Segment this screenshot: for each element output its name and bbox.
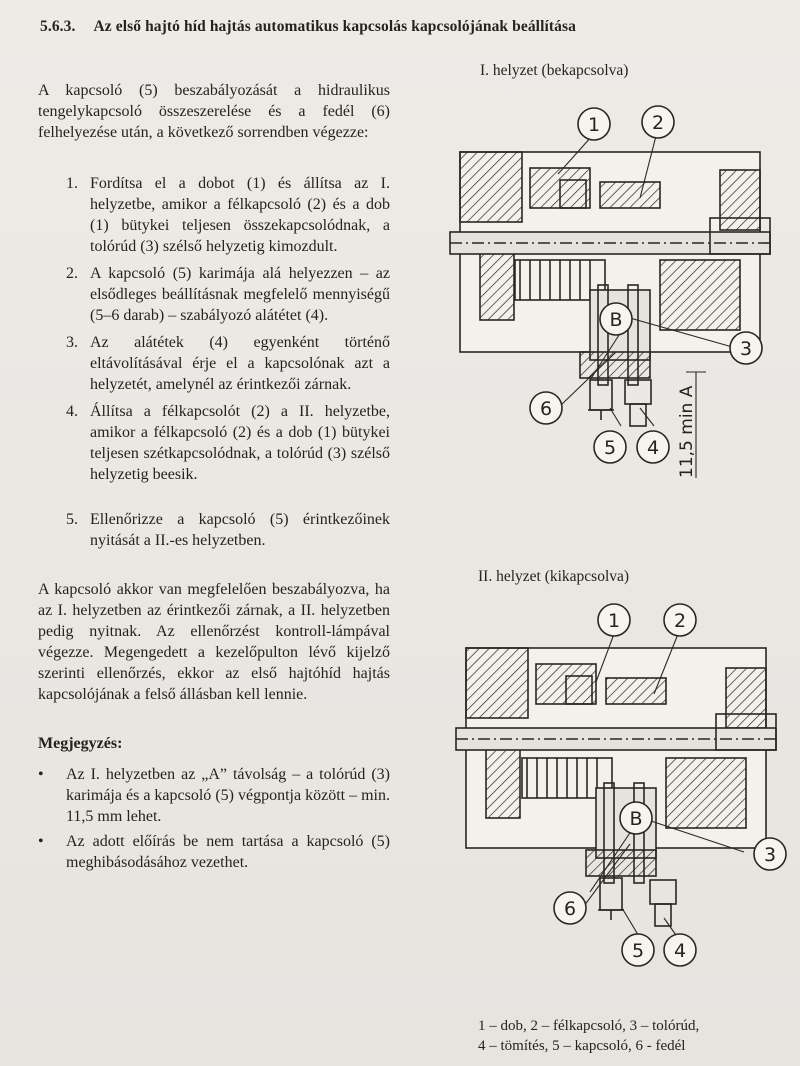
svg-text:1: 1	[608, 610, 620, 632]
step-text: Ellenőrizze a kapcsoló (5) érintkezőinek…	[90, 511, 390, 549]
legend-line: 1 – dob, 2 – félkapcsoló, 3 – tolórúd,	[478, 1018, 700, 1034]
bullet-icon: •	[38, 766, 44, 783]
callout-4: 4	[636, 430, 670, 464]
callout-4: 4	[663, 933, 697, 967]
step-text: Fordítsa el a dobot (1) és állítsa az I.…	[90, 175, 390, 255]
figure-2-drawing: 1 2 B 3 6 5 4	[455, 603, 787, 967]
figure-legend: 1 – dob, 2 – félkapcsoló, 3 – tolórúd, 4…	[478, 1016, 778, 1056]
svg-text:6: 6	[540, 398, 552, 420]
section-title: Az első hajtó híd hajtás automatikus kap…	[93, 18, 576, 35]
assembly-section	[449, 151, 771, 427]
svg-text:5: 5	[604, 437, 616, 459]
callout-3: 3	[729, 331, 763, 365]
step-text: Az alátétek (4) egyenként történő eltávo…	[90, 334, 390, 393]
note-text: Az adott előírás be nem tartása a kapcso…	[66, 833, 390, 871]
note-item: • Az adott előírás be nem tartása a kapcs…	[38, 831, 390, 873]
svg-text:5: 5	[632, 940, 644, 962]
svg-text:2: 2	[674, 610, 686, 632]
intro-paragraph: A kapcsoló (5) beszabályozását a hidraul…	[38, 82, 390, 141]
step-number: 3.	[66, 334, 78, 351]
svg-text:B: B	[629, 808, 642, 830]
svg-text:4: 4	[674, 940, 686, 962]
svg-text:B: B	[609, 309, 622, 331]
callout-6: 6	[529, 391, 563, 425]
step-item: 4. Állítsa a félkapcsolót (2) a II. helyz…	[38, 401, 390, 485]
svg-text:2: 2	[652, 112, 664, 134]
callout-1: 1	[597, 603, 631, 637]
svg-text:4: 4	[647, 437, 659, 459]
instruction-text: A kapcsoló (5) beszabályozását a hidraul…	[38, 80, 390, 877]
svg-text:3: 3	[764, 844, 776, 866]
svg-text:6: 6	[564, 898, 576, 920]
step-number: 2.	[66, 265, 78, 282]
step-number: 1.	[66, 175, 78, 192]
step-item: 2. A kapcsoló (5) karimája alá helyezzen …	[38, 263, 390, 326]
assembly-section	[455, 647, 777, 927]
step-text: A kapcsoló (5) karimája alá helyezzen – …	[90, 265, 390, 324]
section-heading: 5.6.3. Az első hajtó híd hajtás automatik…	[40, 18, 780, 36]
callout-1: 1	[577, 107, 611, 141]
callout-6: 6	[553, 891, 587, 925]
callout-3: 3	[753, 837, 787, 871]
note-text: Az I. helyzetben az „A” távolság – a tol…	[66, 766, 390, 825]
step-list: 1. Fordítsa el a dobot (1) és állítsa az …	[38, 173, 390, 551]
step-text: Állítsa a félkapcsolót (2) a II. helyzet…	[90, 403, 390, 483]
note-title: Megjegyzés:	[38, 735, 123, 752]
figure-2-title: II. helyzet (kikapcsolva)	[478, 568, 630, 585]
svg-text:1: 1	[588, 114, 600, 136]
figure-1-drawing: 1 2 B 3 6 5 4 11,5 min A	[449, 105, 771, 478]
step-item: 5. Ellenőrizze a kapcsoló (5) érintkezőin…	[38, 509, 390, 551]
summary-paragraph: A kapcsoló akkor van megfelelően beszabá…	[38, 581, 390, 703]
legend-line: 4 – tömítés, 5 – kapcsoló, 6 - fedél	[478, 1038, 686, 1054]
callout-b: B	[599, 302, 633, 336]
section-number: 5.6.3.	[40, 18, 76, 35]
callout-5: 5	[593, 430, 627, 464]
figure-1-title: I. helyzet (bekapcsolva)	[480, 62, 629, 79]
note-item: • Az I. helyzetben az „A” távolság – a to…	[38, 764, 390, 827]
step-number: 4.	[66, 403, 78, 420]
callout-5: 5	[621, 933, 655, 967]
callout-2: 2	[641, 105, 675, 139]
step-number: 5.	[66, 511, 78, 528]
callout-2: 2	[663, 603, 697, 637]
svg-text:3: 3	[740, 338, 752, 360]
callout-b: B	[619, 801, 653, 835]
note-list: • Az I. helyzetben az „A” távolság – a to…	[38, 764, 390, 873]
dimension-label: 11,5 min A	[677, 385, 697, 478]
bullet-icon: •	[38, 833, 44, 850]
step-item: 3. Az alátétek (4) egyenként történő eltá…	[38, 332, 390, 395]
step-item: 1. Fordítsa el a dobot (1) és állítsa az …	[38, 173, 390, 257]
